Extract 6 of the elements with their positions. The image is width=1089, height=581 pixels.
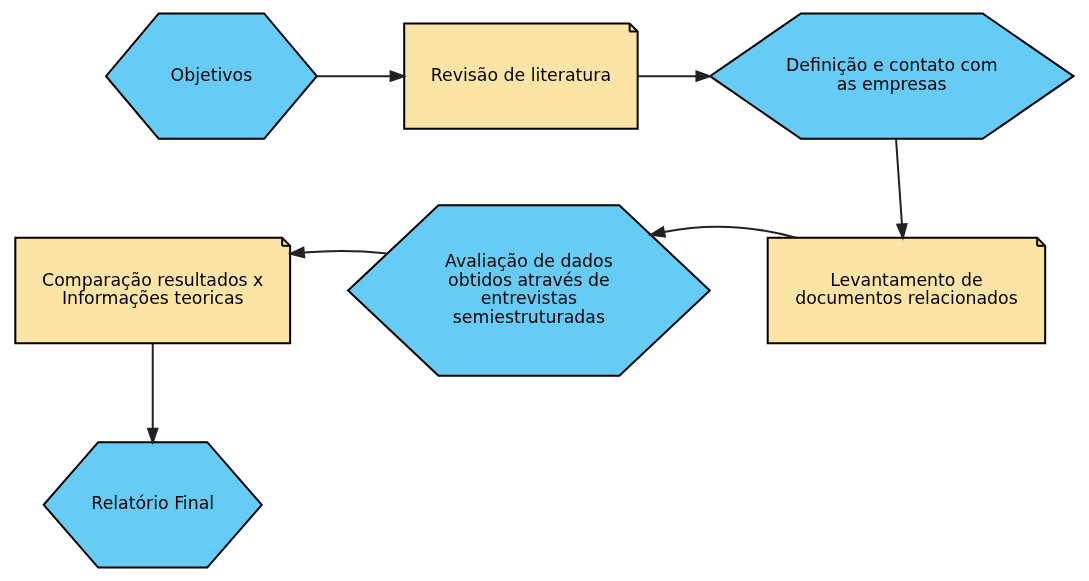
arrow [636,70,713,83]
arrow [648,225,798,239]
arrow [146,342,159,446]
arrow [287,246,389,259]
arrow [316,70,407,83]
arrow [895,138,908,241]
